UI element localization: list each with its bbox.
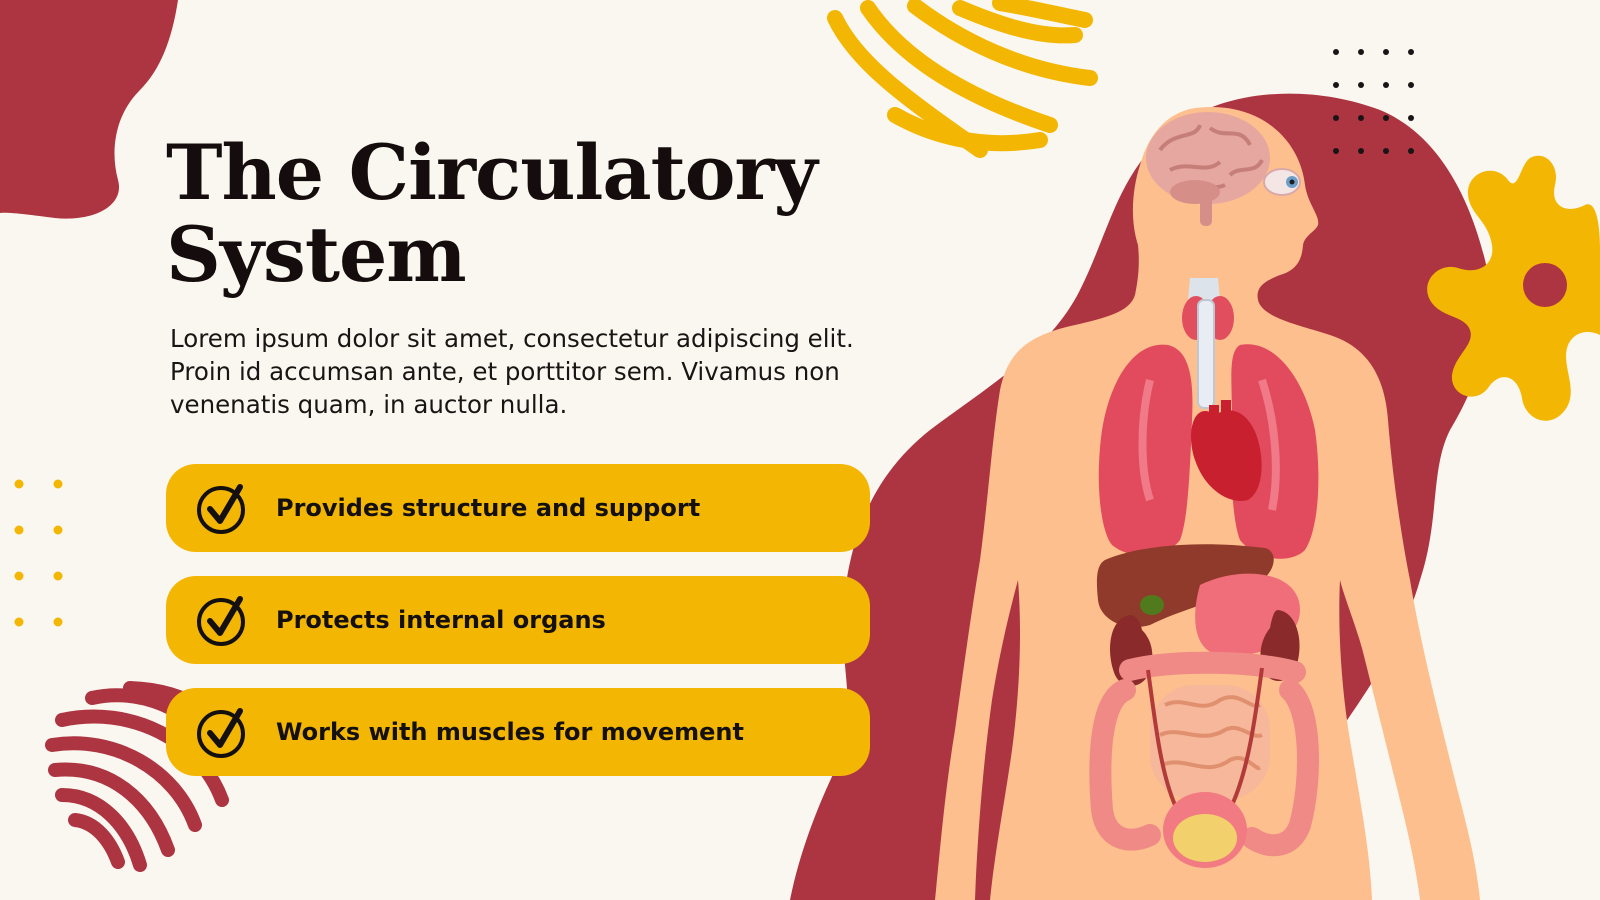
check-circle-icon bbox=[197, 708, 245, 758]
yellow-dot-grid-left bbox=[14, 479, 63, 627]
brain-icon bbox=[1146, 112, 1270, 226]
feature-item: Works with muscles for movement bbox=[166, 688, 870, 776]
maroon-blob-top-left bbox=[0, 0, 178, 219]
eye-icon bbox=[1263, 168, 1301, 196]
ureters bbox=[1146, 667, 1264, 806]
dark-dot-grid bbox=[1333, 49, 1414, 154]
intestines-icon bbox=[1089, 651, 1319, 857]
gallbladder bbox=[1140, 595, 1164, 615]
yellow-splat-right bbox=[1427, 155, 1600, 421]
body-paragraph: Lorem ipsum dolor sit amet, consectetur … bbox=[170, 324, 854, 419]
feature-label: Works with muscles for movement bbox=[276, 718, 744, 746]
page-title: The Circulatory System bbox=[166, 132, 886, 296]
yellow-strokes-top bbox=[827, 0, 1098, 158]
feature-label: Protects internal organs bbox=[276, 606, 606, 634]
feature-label: Provides structure and support bbox=[276, 494, 701, 522]
bladder-icon bbox=[1163, 792, 1247, 868]
title-line-2: System bbox=[166, 210, 467, 299]
feature-item: Provides structure and support bbox=[166, 464, 870, 552]
body-silhouette bbox=[935, 106, 1480, 900]
lungs-icon bbox=[1098, 344, 1319, 559]
check-circle-icon bbox=[197, 484, 245, 534]
trachea bbox=[1197, 299, 1215, 409]
heart-icon bbox=[1191, 400, 1262, 501]
title-line-1: The Circulatory bbox=[166, 128, 818, 217]
yellow-splat-hole bbox=[1523, 263, 1567, 307]
feature-item: Protects internal organs bbox=[166, 576, 870, 664]
check-circle-icon bbox=[197, 596, 245, 646]
